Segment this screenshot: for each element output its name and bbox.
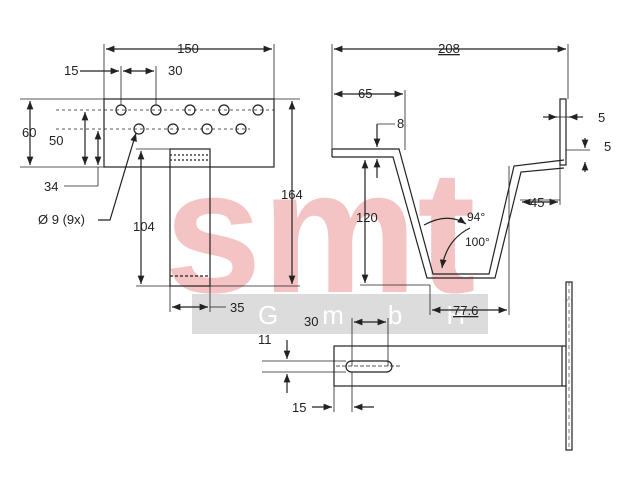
dim-45-label: 45 (530, 195, 544, 210)
dim-164-label: 164 (281, 187, 303, 202)
side-view-labels: 208 65 8 5 5 120 94° 100° 45 77.6 (356, 41, 611, 318)
bracket-profile-inner (332, 156, 565, 279)
side-view (331, 44, 590, 315)
hole-leader (98, 132, 137, 221)
watermark-band (192, 294, 488, 334)
angle-100-arc (439, 227, 471, 269)
side-plate (559, 98, 567, 166)
dim-35-label: 35 (230, 300, 244, 315)
top-view-plate (103, 98, 275, 168)
bottom-view-labels: 30 11 15 (258, 314, 318, 415)
dim-60-label: 60 (22, 125, 36, 140)
watermark: smt GmbH (164, 135, 488, 334)
angle-100-label: 100° (465, 235, 490, 249)
bracket-profile-outer (332, 148, 565, 275)
dim-30-label: 30 (168, 63, 182, 78)
dim-77-6-label: 77.6 (453, 303, 478, 318)
hole-callout-label: Ø 9 (9x) (38, 212, 85, 227)
top-view-labels: 150 15 30 60 50 34 Ø 9 (9x) 104 164 35 (22, 41, 303, 315)
angle-94-arc (423, 216, 467, 226)
bottom-view (262, 281, 573, 451)
dim-5a-label: 5 (598, 110, 605, 125)
dim-slot-15-label: 15 (292, 400, 306, 415)
dim-34-label: 34 (44, 179, 58, 194)
dim-120-label: 120 (356, 210, 378, 225)
dim-5b-label: 5 (604, 139, 611, 154)
dim-8-label: 8 (397, 116, 404, 131)
dim-50-label: 50 (49, 133, 63, 148)
dim-15-label: 15 (64, 63, 78, 78)
dim-104-label: 104 (133, 219, 155, 234)
angle-94-label: 94° (467, 210, 485, 224)
dim-slot-11-label: 11 (258, 332, 272, 347)
top-view (20, 44, 300, 312)
dim-150-label: 150 (177, 41, 199, 56)
slot (345, 360, 393, 373)
dim-slot-30-label: 30 (304, 314, 318, 329)
dim-65-label: 65 (358, 86, 372, 101)
bottom-view-bar (333, 345, 563, 387)
top-view-neck (169, 148, 211, 287)
dim-208-label: 208 (438, 41, 460, 56)
